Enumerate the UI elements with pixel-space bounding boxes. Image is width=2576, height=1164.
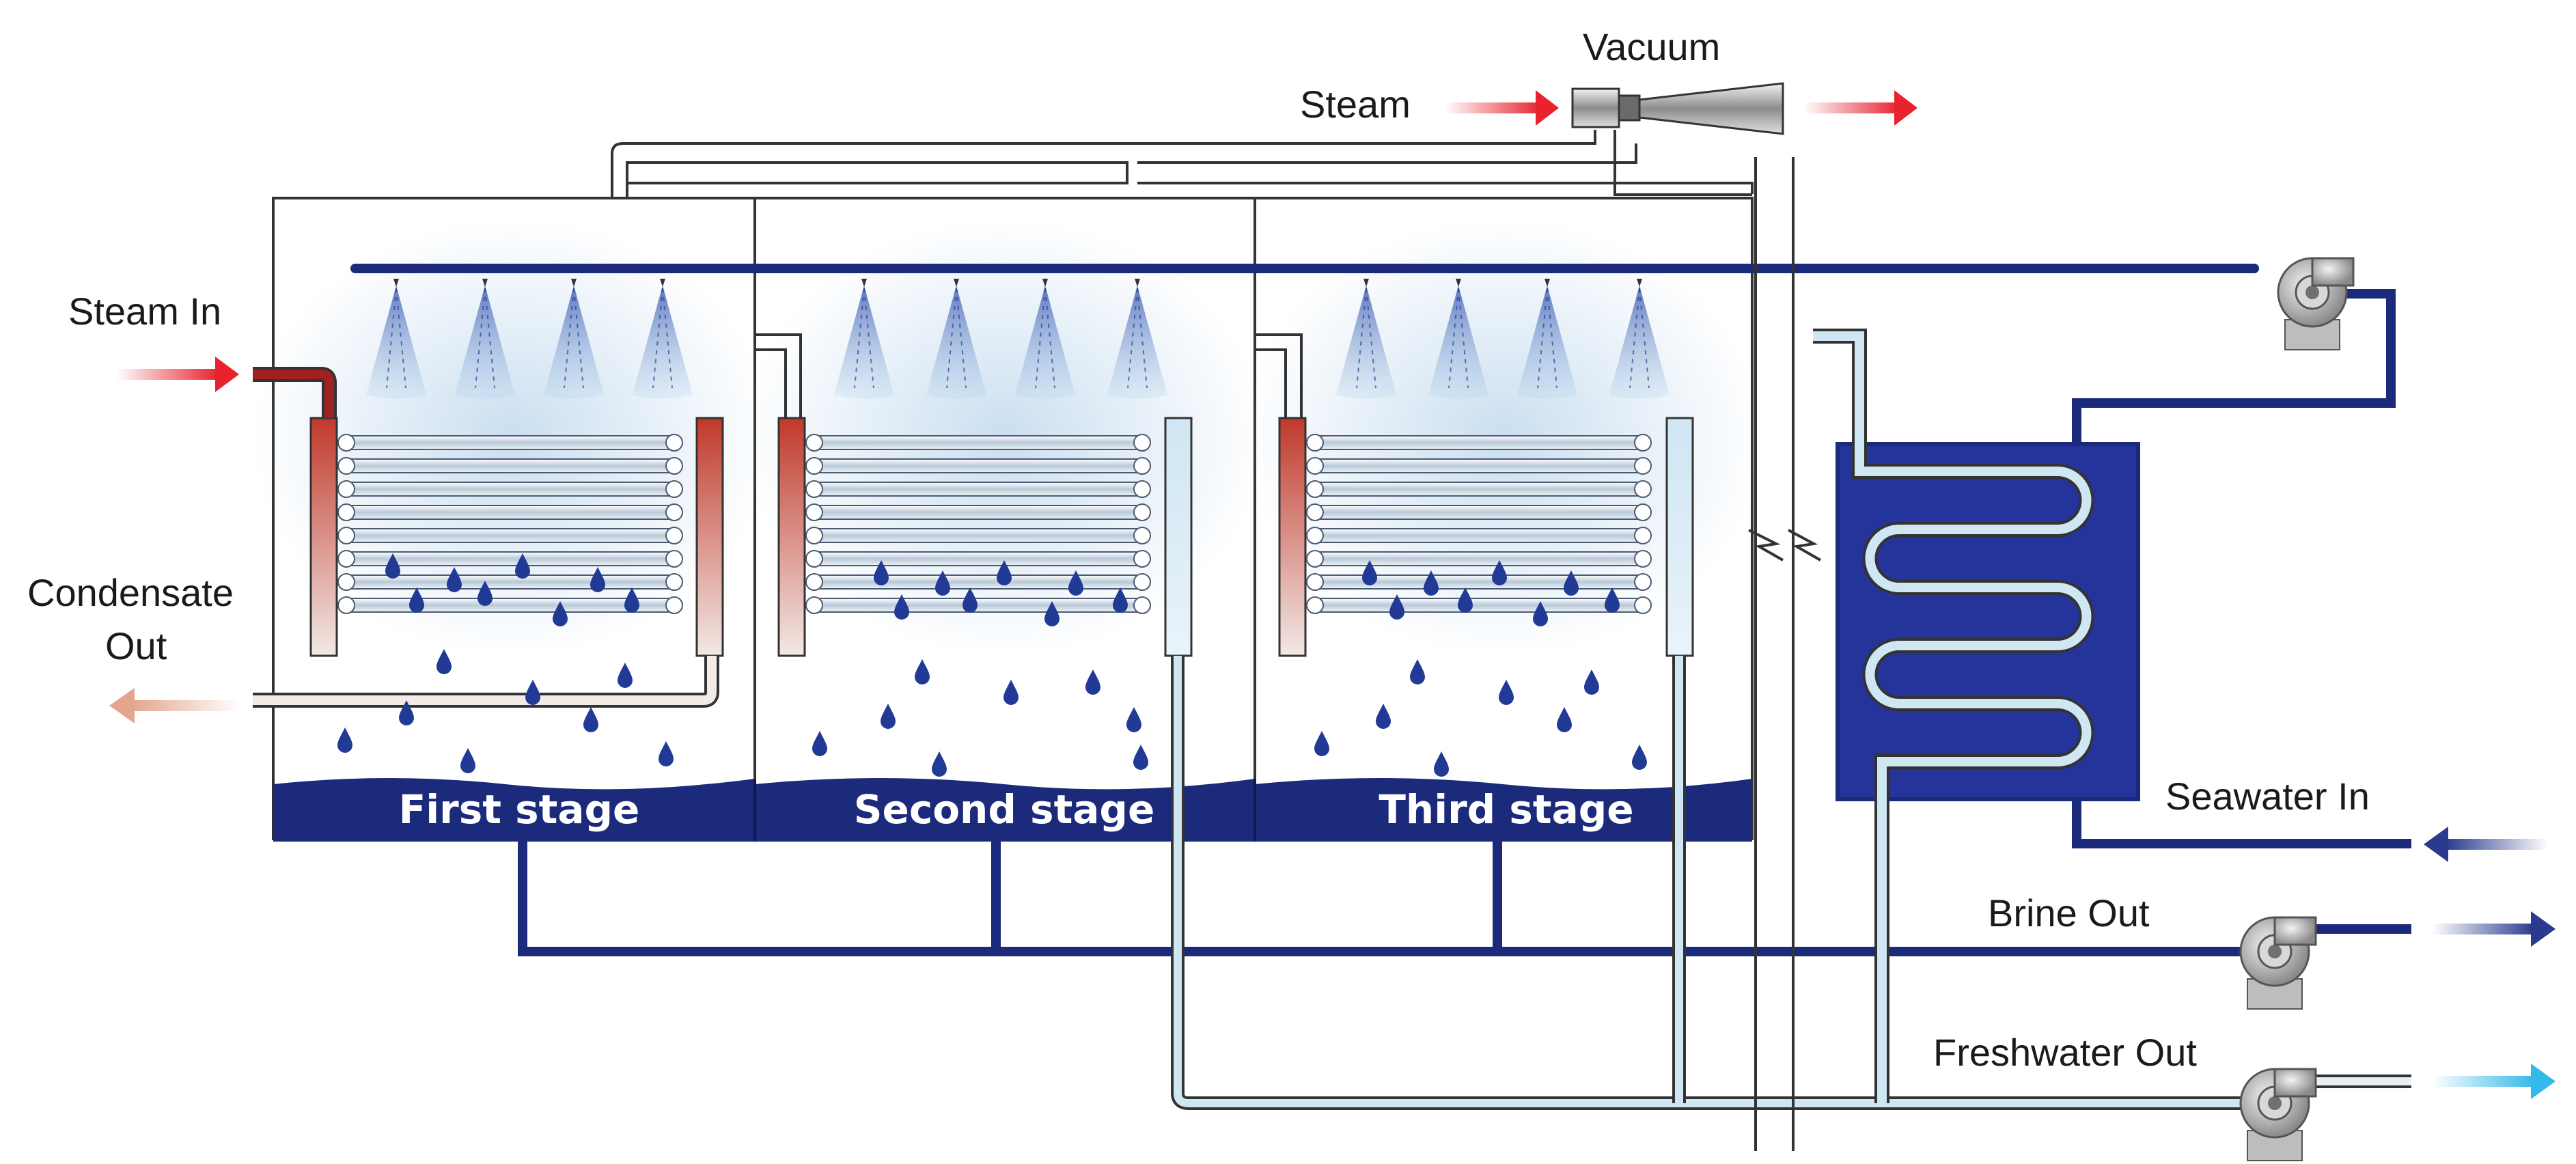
steam-in-arrow	[116, 357, 239, 392]
vacuum-label: Vacuum	[1583, 25, 1720, 68]
final-condenser	[1813, 329, 2140, 1103]
freshwater-pump-icon	[2239, 1068, 2317, 1162]
steam-ejector	[1571, 82, 1784, 135]
condensate-outlet-pipe	[253, 656, 719, 708]
brine-pump-icon	[2239, 916, 2317, 1010]
seawater-in-arrow	[2424, 827, 2548, 862]
stage-label-second: Second stage	[854, 786, 1155, 833]
brine-pools	[273, 778, 1752, 842]
freshwater-out-arrow	[2432, 1064, 2556, 1099]
freshwater-piping	[1171, 656, 2411, 1110]
stage-label-third: Third stage	[1379, 786, 1633, 833]
vacuum-arrow	[1803, 90, 1917, 126]
steam-arrow	[1445, 90, 1559, 126]
stage-2-tube-bundle	[777, 417, 1193, 657]
seawater-in-label: Seawater In	[2165, 775, 2370, 818]
stage-label-first: First stage	[399, 786, 640, 833]
freshwater-out-label: Freshwater Out	[1933, 1031, 2197, 1074]
condensate-out-arrow	[109, 688, 240, 723]
vacuum-break-lines	[1748, 157, 1821, 1151]
vapor-transfer-pipes	[755, 333, 1303, 422]
brine-out-arrow	[2432, 911, 2556, 947]
stage-1-tube-bundle	[309, 417, 724, 657]
condensate-out-label-line2: Out	[105, 624, 167, 667]
brine-out-label: Brine Out	[1988, 891, 2150, 934]
seawater-pump-icon	[2277, 257, 2355, 351]
condensate-out-label: Condensate	[27, 571, 234, 614]
seawater-piping	[2072, 289, 2411, 848]
steam-label: Steam	[1300, 83, 1411, 126]
vacuum-piping	[611, 130, 1754, 198]
steam-inlet-pipe	[253, 367, 337, 418]
steam-in-label: Steam In	[68, 290, 221, 333]
